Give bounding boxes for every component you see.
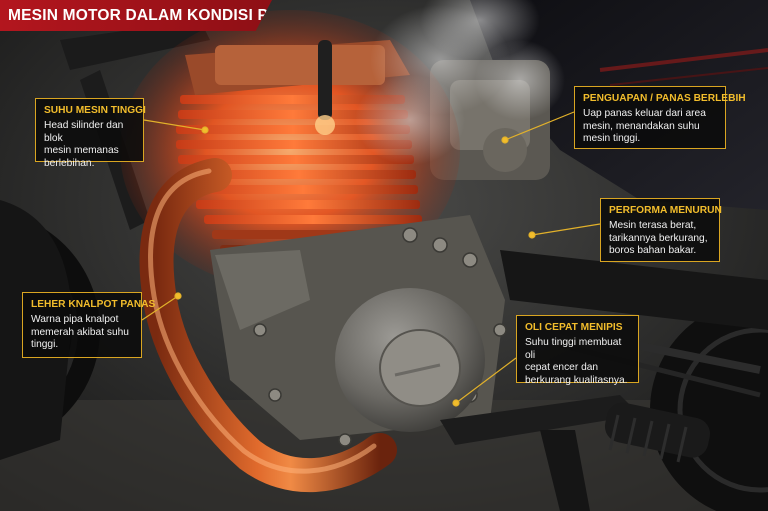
callout-text-line: Warna pipa knalpot: [31, 314, 119, 325]
page-title: MESIN MOTOR DALAM KONDISI PANAS: [8, 6, 312, 24]
exhaust-header-pipe: [139, 158, 397, 493]
callout-text-line: Mesin terasa berat,: [609, 220, 697, 231]
callout-heading: PERFORMA MENURUN: [609, 205, 722, 216]
callout-engine-temperature: SUHU MESIN TINGGI Head silinder dan blok…: [35, 98, 146, 169]
callout-heading: OLI CEPAT MENIPIS: [525, 322, 623, 333]
callout-steam-overheat: PENGUAPAN / PANAS BERLEBIH Uap panas kel…: [574, 86, 746, 149]
callout-text-line: boros bahan bakar.: [609, 245, 697, 257]
title-banner: MESIN MOTOR DALAM KONDISI PANAS: [0, 0, 272, 31]
callout-text-line: Uap panas keluar dari area: [583, 108, 706, 119]
callout-text-line: berlebihan.: [44, 157, 95, 169]
callout-hot-exhaust-neck: LEHER KNALPOT PANAS Warna pipa knalpot m…: [22, 292, 156, 358]
callout-oil-thinning: OLI CEPAT MENIPIS Suhu tinggi membuat ol…: [516, 315, 639, 386]
callout-text-line: cepat encer dan: [525, 362, 599, 374]
callout-text-line: berkurang kualitasnya.: [525, 374, 628, 386]
callout-heading: SUHU MESIN TINGGI: [44, 105, 146, 116]
callout-text-line: Suhu tinggi membuat oli: [525, 337, 622, 361]
callout-text-line: tinggi.: [31, 339, 59, 351]
callout-text-line: mesin memanas: [44, 145, 119, 157]
callout-text-line: tarikannya berkurang,: [609, 232, 708, 244]
steam-cloud: [355, 0, 565, 165]
callout-heading: PENGUAPAN / PANAS BERLEBIH: [583, 93, 746, 104]
callout-performance-drop: PERFORMA MENURUN Mesin terasa berat, tar…: [600, 198, 722, 262]
callout-text-line: Head silinder dan blok: [44, 120, 124, 144]
callout-text-line: mesin, menandakan suhu: [583, 120, 700, 132]
callout-text-line: memerah akibat suhu: [31, 326, 129, 338]
callout-text-line: mesin tinggi.: [583, 133, 641, 145]
callout-heading: LEHER KNALPOT PANAS: [31, 299, 156, 310]
